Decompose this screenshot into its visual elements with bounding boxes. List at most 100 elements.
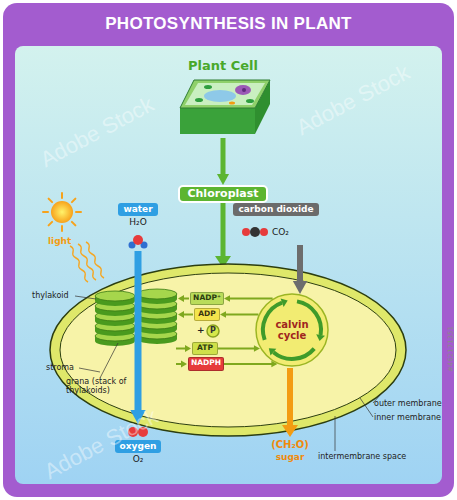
sun-symbol	[61, 193, 63, 198]
plant-cell-illustration	[204, 90, 236, 102]
leader-line	[75, 296, 96, 299]
light-rays	[86, 242, 104, 278]
calvin-cycle: calvin cycle	[255, 293, 329, 367]
plant-cell-illustration	[246, 99, 254, 103]
sun-symbol	[49, 222, 53, 226]
arrowhead	[293, 281, 307, 294]
node-label: NADP⁺	[191, 293, 223, 302]
node-label: oxygen	[115, 440, 162, 453]
sun-symbol	[72, 222, 76, 226]
chloroplast-label: Chloroplast	[178, 185, 268, 203]
sun-symbol	[76, 211, 81, 213]
atp-box: ATP	[192, 342, 218, 355]
grana-stack	[95, 291, 135, 306]
sun-symbol	[43, 211, 48, 213]
cycle-arrowhead	[269, 348, 277, 355]
adp-box: ADP	[194, 308, 220, 321]
flow-arrow	[218, 345, 260, 352]
sugar-arrow	[282, 368, 298, 437]
diagram-title: PHOTOSYNTHESIS IN PLANT	[0, 14, 457, 34]
sugar-arrow	[287, 368, 293, 427]
flow-arrow	[224, 295, 273, 302]
water-molecule	[133, 235, 143, 245]
part-label: outer membrane	[374, 399, 442, 408]
grana-arrows	[178, 295, 184, 302]
carbon-dioxide-molecule	[250, 227, 260, 237]
connector-line	[135, 251, 142, 413]
cycle-arrow	[263, 303, 282, 340]
arrowhead	[220, 311, 226, 318]
part-label: inner membrane	[374, 413, 441, 422]
leader-line	[360, 398, 373, 417]
oxygen-output: oxygenO₂	[111, 424, 165, 474]
flow-arrow	[224, 361, 277, 368]
light-rays	[70, 242, 104, 282]
cycle-arrow	[263, 301, 321, 359]
leader-line	[75, 296, 381, 451]
phosphate-circle: P	[206, 324, 220, 338]
plant-cell-illustration	[180, 80, 270, 108]
oxygen-molecule	[128, 427, 138, 437]
cycle-arrowhead	[281, 299, 288, 307]
node-label: P	[206, 326, 220, 336]
plus-sign: +	[197, 325, 205, 335]
plant-cell-illustration	[235, 85, 251, 95]
part-label: grana (stack of thylakoids)	[66, 377, 158, 395]
chloroplast-arrow	[215, 203, 231, 268]
part-label: thylakoid	[32, 291, 69, 300]
flow-arrow	[293, 245, 307, 294]
chloroplast-organelle	[50, 264, 406, 436]
part-label: intermembrane space	[318, 452, 406, 461]
phosphate-circle-shape	[207, 325, 219, 337]
carbon-dioxide-molecule	[260, 228, 268, 236]
plant-cell-illustration	[229, 102, 235, 105]
arrowhead	[224, 295, 230, 302]
nadph-box: NADPH	[188, 357, 224, 371]
cycle-arrow	[273, 349, 314, 359]
connector-line	[225, 314, 259, 316]
plant-cell-illustration	[180, 80, 270, 134]
sun-symbol	[43, 193, 81, 231]
flow-arrow	[220, 311, 258, 318]
grana-arrows	[185, 345, 191, 352]
sugar-label: sugar	[266, 452, 314, 462]
sugar-arrow	[282, 425, 298, 437]
grana-arrows	[176, 348, 186, 350]
node-label: carbon dioxide	[233, 203, 318, 216]
oxygen-molecule	[138, 427, 148, 437]
leader-line	[79, 368, 100, 372]
calvin-cycle-shape	[256, 294, 328, 366]
chloroplast-arrow	[221, 203, 226, 258]
node-label: Plant Cell	[175, 58, 271, 73]
grana-arrows	[178, 311, 184, 318]
sun-symbol	[51, 201, 73, 223]
node-label: NADPH	[189, 358, 223, 367]
cycle-arrowhead	[269, 299, 325, 356]
water-molecule	[129, 235, 148, 249]
watermark: Adobe Stock	[36, 91, 158, 173]
leader-line	[335, 416, 336, 451]
grana-arrows	[183, 314, 193, 316]
connector-line	[224, 363, 273, 365]
watermark-id: #462171351	[447, 326, 455, 372]
node-label: ADP	[195, 309, 219, 318]
plant-cell: Plant Cell	[175, 58, 271, 138]
grana-stack	[95, 289, 177, 346]
carbon-dioxide-molecule	[242, 228, 250, 236]
formula-label: O₂	[133, 454, 144, 464]
oxygen-molecule	[128, 427, 148, 437]
connector-line	[221, 138, 226, 176]
panel	[15, 46, 442, 484]
sun-symbol	[61, 226, 63, 231]
arrowhead	[217, 174, 229, 185]
light-label: light	[48, 236, 71, 246]
nadp-box: NADP⁺	[190, 292, 224, 305]
leader-line	[100, 343, 118, 378]
connector-line	[229, 298, 273, 300]
watermark: Adobe Stock	[292, 59, 414, 141]
chloroplast-organelle	[50, 264, 406, 436]
formula-label: CO₂	[272, 227, 289, 237]
